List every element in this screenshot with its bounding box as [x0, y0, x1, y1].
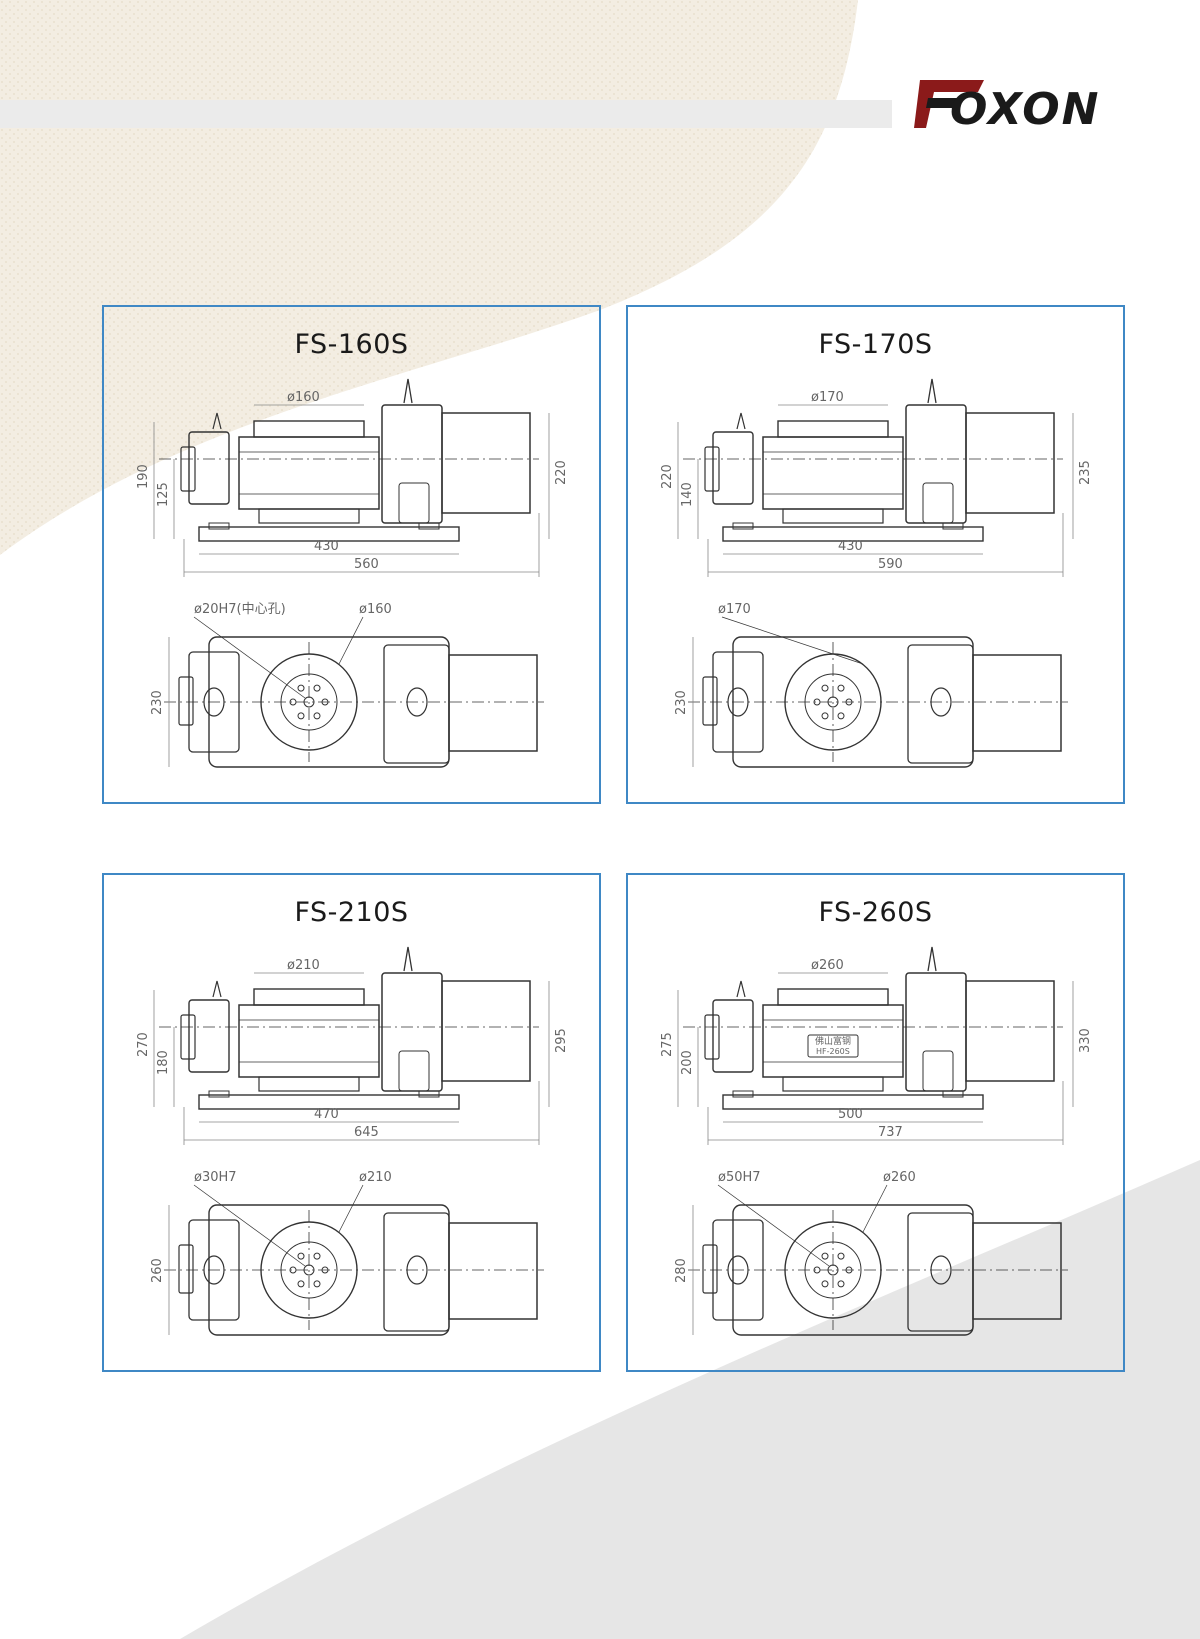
dim-base-length: 430: [838, 539, 863, 554]
dim-overall-length: 645: [354, 1125, 379, 1140]
dim-top-width: 260: [150, 1258, 165, 1283]
dim-table-diameter: ø260: [811, 958, 844, 973]
nameplate-line1: 佛山富钢: [815, 1035, 851, 1047]
dim-top-table-diameter: ø260: [883, 1170, 916, 1185]
dim-center-hole: ø20H7(中心孔): [194, 602, 286, 617]
top-view: 230 ø20H7(中心孔) ø160: [150, 602, 544, 768]
side-view: ø210 270 180 295 470 645: [136, 946, 569, 1145]
dim-center-height: 200: [680, 1050, 695, 1075]
model-title: FS-170S: [818, 329, 933, 360]
dim-overall-height: 330: [1078, 1028, 1093, 1053]
logo-f-mark: [914, 80, 984, 128]
dim-height: 275: [660, 1032, 675, 1057]
side-view: ø160 190 125 220 430 560: [136, 378, 569, 577]
dim-top-table-diameter: ø160: [359, 602, 392, 617]
dim-base-length: 500: [838, 1107, 863, 1122]
dim-center-height: 140: [680, 482, 695, 507]
model-panel-fs-210s: FS-210S ø210 270 180 295 470 645 260 ø30H7 ø210: [102, 873, 601, 1372]
dim-table-diameter: ø170: [811, 390, 844, 405]
model-title: FS-210S: [294, 897, 409, 928]
dim-center-hole: ø30H7: [194, 1170, 237, 1185]
dim-top-width: 230: [150, 690, 165, 715]
top-view: 280 ø50H7 ø260: [674, 1170, 1068, 1336]
dim-top-table-diameter: ø210: [359, 1170, 392, 1185]
foxon-logo: OXON: [914, 80, 1100, 132]
dim-height: 220: [660, 464, 675, 489]
technical-drawing: ø210 270 180 295 470 645 260 ø30H7 ø210: [136, 946, 569, 1336]
dim-table-diameter: ø210: [287, 958, 320, 973]
header-gray-band: [0, 100, 892, 128]
nameplate-line2: HF-260S: [816, 1047, 850, 1056]
beige-swoosh: [0, 0, 858, 555]
dim-height: 270: [136, 1032, 151, 1057]
top-view: 260 ø30H7 ø210: [150, 1170, 544, 1336]
svg-text:OXON: OXON: [950, 84, 1100, 132]
dim-base-length: 430: [314, 539, 339, 554]
dim-top-width: 280: [674, 1258, 689, 1283]
dim-table-diameter: ø160: [287, 390, 320, 405]
model-title: FS-260S: [818, 897, 933, 928]
side-view: ø170 220 140 235 430 590: [660, 378, 1093, 577]
dim-height: 190: [136, 464, 151, 489]
dim-top-table-diameter: ø170: [718, 602, 751, 617]
dim-center-height: 180: [156, 1050, 171, 1075]
technical-drawing: ø170 220 140 235 430 590 230 ø170: [660, 378, 1093, 768]
dim-overall-length: 560: [354, 557, 379, 572]
model-title: FS-160S: [294, 329, 409, 360]
dim-overall-length: 737: [878, 1125, 903, 1140]
dim-base-length: 470: [314, 1107, 339, 1122]
dim-overall-length: 590: [878, 557, 903, 572]
dim-center-hole: ø50H7: [718, 1170, 761, 1185]
dim-top-width: 230: [674, 690, 689, 715]
dim-overall-height: 235: [1078, 460, 1093, 485]
model-panel-fs-170s: FS-170S ø170 220 140 235 430 590 230 ø170: [626, 305, 1125, 804]
dim-center-height: 125: [156, 482, 171, 507]
lower-gray-wedge: [180, 1160, 1200, 1639]
technical-drawing: ø160 190 125 220 430 560 230 ø20H7(中心孔) ø160: [136, 378, 569, 768]
dim-overall-height: 295: [554, 1028, 569, 1053]
dim-overall-height: 220: [554, 460, 569, 485]
top-view: 230 ø170: [674, 602, 1068, 768]
